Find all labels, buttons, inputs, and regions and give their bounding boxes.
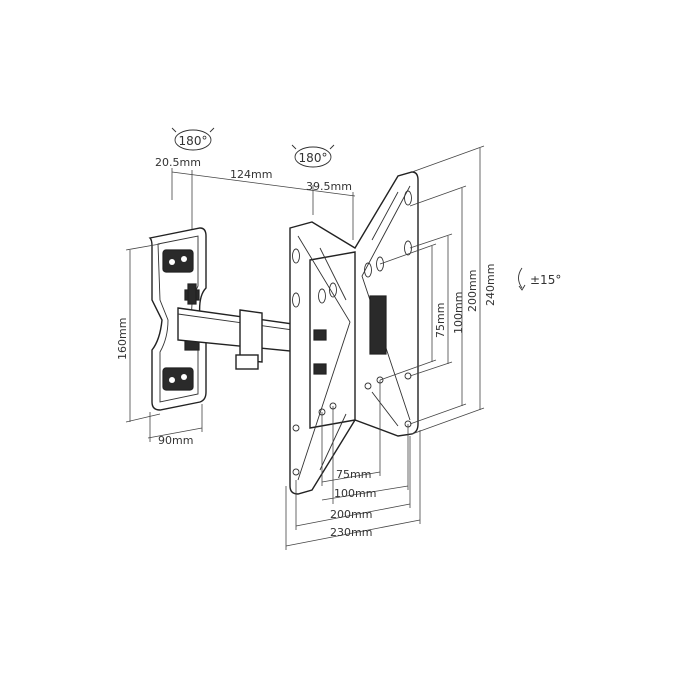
h230-label: 230mm (330, 526, 372, 539)
wall-screw-hole-icon (181, 374, 187, 380)
v75-label: 75mm (434, 303, 447, 338)
arm-length-label: 124mm (230, 168, 272, 181)
mounting-hole-icon (292, 468, 300, 476)
v100-label: 100mm (452, 292, 465, 334)
wall-plate-top-slot (162, 249, 194, 273)
wall-rotation-ellipse (174, 129, 212, 151)
rotate-arrows-icon (291, 144, 335, 150)
swivel-arm (177, 283, 301, 370)
keyhole-slot-icon (318, 288, 326, 304)
v240-label: 240mm (484, 264, 497, 306)
arm-rotation-indicator: 180° (291, 144, 335, 168)
wall-offset-label: 20.5mm (155, 156, 201, 169)
keyhole-slot-icon (404, 240, 412, 256)
top-dimensions: 20.5mm 124mm 39.5mm (155, 156, 356, 240)
wall-screw-hole-icon (169, 377, 175, 383)
center-bolt-icon (313, 363, 327, 375)
tv-plate-back-block (369, 295, 387, 355)
wall-width-label: 90mm (158, 434, 193, 447)
tilt-indicator: ±15° (518, 267, 561, 291)
vertical-dimensions: 240mm 200mm 100mm 75mm (379, 145, 497, 435)
mounting-hole-icon (292, 424, 300, 432)
keyhole-slot-icon (376, 256, 384, 272)
keyhole-slot-icon (292, 248, 300, 264)
wall-plate-bottom-slot (162, 367, 194, 391)
h75-label: 75mm (336, 468, 371, 481)
mounting-hole-icon (364, 382, 372, 390)
wall-screw-hole-icon (169, 259, 175, 265)
h200-label: 200mm (330, 508, 372, 521)
top-dimension-line (171, 171, 356, 197)
plate-offset-label: 39.5mm (306, 180, 352, 193)
tv-plate (289, 171, 419, 495)
wall-screw-hole-icon (181, 256, 187, 262)
arm-clamp (239, 309, 263, 363)
arm-rotation-label: 180° (299, 151, 328, 165)
tilt-arrow-icon (518, 267, 523, 289)
tilt-arrowhead-icon (518, 284, 526, 291)
v200-label: 200mm (466, 270, 479, 312)
horizontal-dimensions: 75mm 100mm 200mm 230mm (285, 380, 421, 550)
rotate-arrows-icon (171, 127, 215, 133)
keyhole-slot-icon (292, 292, 300, 308)
arm-clamp-foot (235, 354, 259, 370)
tilt-label: ±15° (530, 273, 561, 287)
center-bolt-icon (313, 329, 327, 341)
h100-label: 100mm (334, 487, 376, 500)
wall-rotation-indicator: 180° (171, 127, 215, 151)
wall-height-label: 160mm (116, 318, 129, 360)
keyhole-slot-icon (364, 262, 372, 278)
keyhole-slot-icon (329, 282, 337, 298)
arm-rotation-ellipse (294, 146, 332, 168)
arm-pivot-bolt-icon (187, 283, 197, 305)
wall-plate-dimensions: 160mm 90mm (116, 243, 203, 447)
keyhole-slot-icon (404, 190, 412, 206)
wall-rotation-label: 180° (179, 134, 208, 148)
